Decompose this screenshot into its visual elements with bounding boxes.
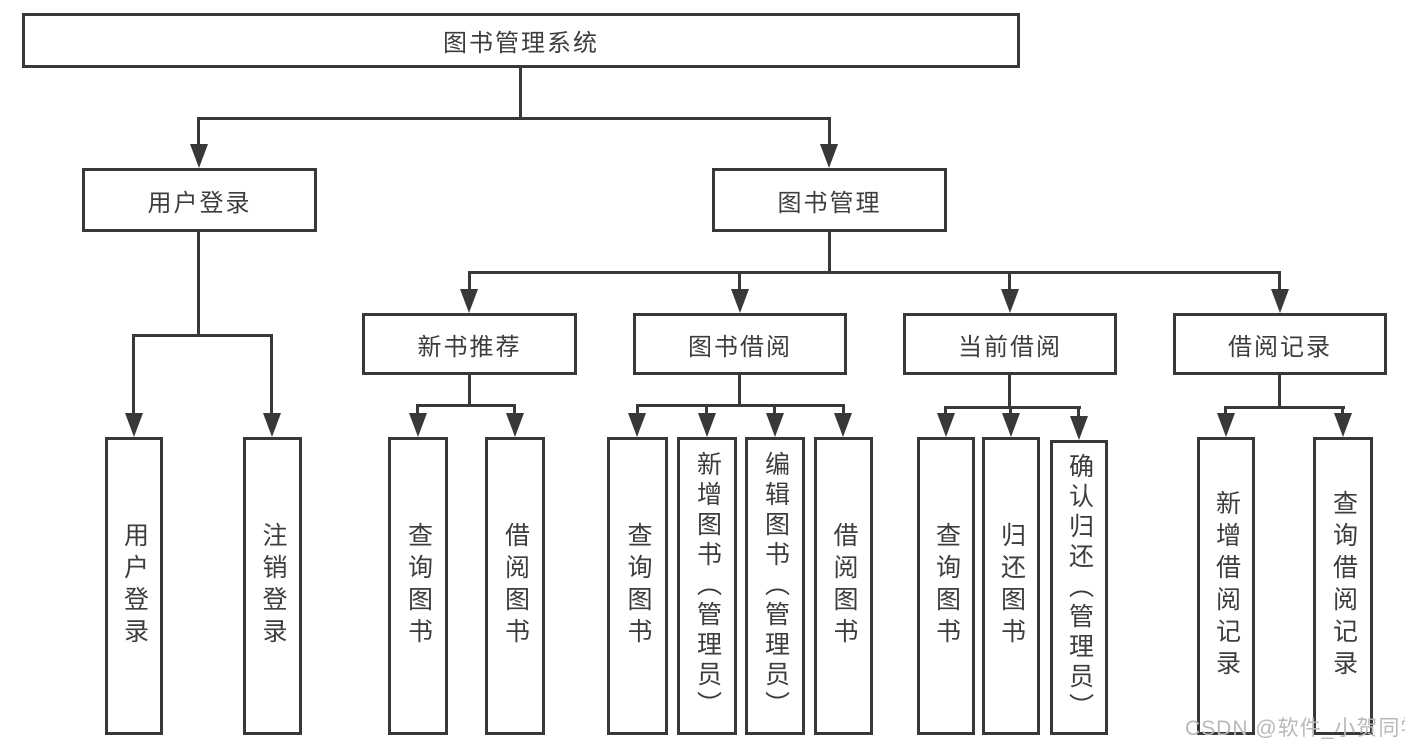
arrow-down-icon <box>263 413 281 437</box>
node-label: 用户登录 <box>147 189 252 217</box>
leaf-label: 新增图书（管理员） <box>693 451 722 721</box>
node-borrow-records: 借阅记录 <box>1173 313 1387 375</box>
node-label: 图书借阅 <box>688 333 792 361</box>
arrow-down-icon <box>1002 413 1020 437</box>
node-label: 图书管理系统 <box>443 30 599 57</box>
leaf-label: 查询图书 <box>624 522 652 650</box>
connector-stem <box>1077 406 1080 418</box>
leaf-borrow-books-recommend: 借阅图书 <box>485 437 545 735</box>
leaf-label: 编辑图书（管理员） <box>761 451 790 721</box>
connector-stem <box>1341 406 1344 418</box>
connector-stem-user-login <box>197 117 200 150</box>
arrow-down-icon <box>409 413 427 437</box>
node-current-borrow: 当前借阅 <box>903 313 1117 375</box>
connector-stem <box>1224 406 1227 418</box>
connector-new-book-hline <box>416 404 516 407</box>
connector-stem <box>944 406 947 418</box>
arrow-down-icon <box>834 413 852 437</box>
arrow-down-icon <box>731 289 749 313</box>
leaf-logout: 注销登录 <box>243 437 302 735</box>
connector-book-borrow-hline <box>636 404 845 407</box>
connector-stem <box>773 404 776 418</box>
leaf-label: 用户登录 <box>120 522 149 650</box>
node-label: 新书推荐 <box>417 333 522 361</box>
connector-current-borrow-stub <box>1008 373 1011 409</box>
connector-root-stub <box>519 67 522 120</box>
leaf-return-books: 归还图书 <box>982 437 1040 735</box>
node-book-management: 图书管理 <box>712 168 947 232</box>
leaf-confirm-return-admin: 确认归还（管理员） <box>1050 440 1108 735</box>
connector-user-login-stub <box>197 230 200 337</box>
arrow-down-icon <box>937 413 955 437</box>
connector-user-login-hline <box>132 334 273 337</box>
connector-stem-current-borrow <box>1008 271 1011 295</box>
arrow-down-icon <box>1217 413 1235 437</box>
arrow-down-icon <box>506 413 524 437</box>
leaf-label: 查询图书 <box>932 522 961 650</box>
connector-stem <box>513 404 516 418</box>
leaf-edit-books-admin: 编辑图书（管理员） <box>745 437 805 735</box>
leaf-label: 查询借阅记录 <box>1329 490 1358 682</box>
arrow-down-icon <box>125 413 143 437</box>
arrow-down-icon <box>460 289 478 313</box>
node-label: 图书管理 <box>777 189 882 217</box>
connector-stem <box>416 404 419 418</box>
connector-stem-book-management <box>828 117 831 150</box>
leaf-query-borrow-record: 查询借阅记录 <box>1313 437 1373 735</box>
connector-level3-hline <box>468 271 1281 274</box>
leaf-user-login: 用户登录 <box>105 437 163 735</box>
leaf-label: 归还图书 <box>997 522 1026 650</box>
node-label: 借阅记录 <box>1228 333 1332 361</box>
leaf-label: 查询图书 <box>404 522 433 650</box>
connector-book-borrow-stub <box>738 373 741 407</box>
connector-stem-book-borrow <box>738 271 741 295</box>
arrow-down-icon <box>628 413 646 437</box>
node-library-management-system: 图书管理系统 <box>22 13 1020 68</box>
leaf-query-books-current: 查询图书 <box>917 437 975 735</box>
node-new-book-recommend: 新书推荐 <box>362 313 577 375</box>
arrow-down-icon <box>698 413 716 437</box>
arrow-down-icon <box>1070 416 1088 440</box>
arrow-down-icon <box>820 144 838 168</box>
connector-new-book-stub <box>468 373 471 407</box>
arrow-down-icon <box>1001 289 1019 313</box>
connector-stem <box>842 404 845 418</box>
connector-stem <box>1009 406 1012 418</box>
arrow-down-icon <box>190 144 208 168</box>
connector-stem-new-book <box>468 271 471 295</box>
connector-stem-login-leaf <box>132 334 135 420</box>
node-user-login: 用户登录 <box>82 168 317 232</box>
connector-borrow-records-stub <box>1278 373 1281 409</box>
connector-stem <box>636 404 639 418</box>
connector-level2-hline <box>197 117 831 120</box>
node-label: 当前借阅 <box>958 333 1062 361</box>
connector-borrow-records-hline <box>1224 406 1345 409</box>
leaf-label: 确认归还（管理员） <box>1065 452 1094 723</box>
connector-stem-logout-leaf <box>270 334 273 420</box>
arrow-down-icon <box>1334 413 1352 437</box>
leaf-query-books-borrow: 查询图书 <box>607 437 668 735</box>
connector-current-borrow-hline <box>944 406 1081 409</box>
connector-book-mgmt-stub <box>828 230 831 274</box>
leaf-label: 注销登录 <box>259 522 287 650</box>
leaf-label: 借阅图书 <box>501 522 530 650</box>
leaf-label: 新增借阅记录 <box>1212 490 1241 682</box>
leaf-label: 借阅图书 <box>830 522 858 650</box>
leaf-query-books-recommend: 查询图书 <box>388 437 448 735</box>
leaf-add-borrow-record: 新增借阅记录 <box>1197 437 1255 735</box>
arrow-down-icon <box>1271 289 1289 313</box>
arrow-down-icon <box>766 413 784 437</box>
connector-stem-borrow-records <box>1278 271 1281 295</box>
node-book-borrow: 图书借阅 <box>633 313 847 375</box>
csdn-watermark: CSDN @软件_小贺同学 <box>1185 717 1405 740</box>
connector-stem <box>705 404 708 418</box>
leaf-add-books-admin: 新增图书（管理员） <box>677 437 737 735</box>
leaf-borrow-books: 借阅图书 <box>814 437 873 735</box>
